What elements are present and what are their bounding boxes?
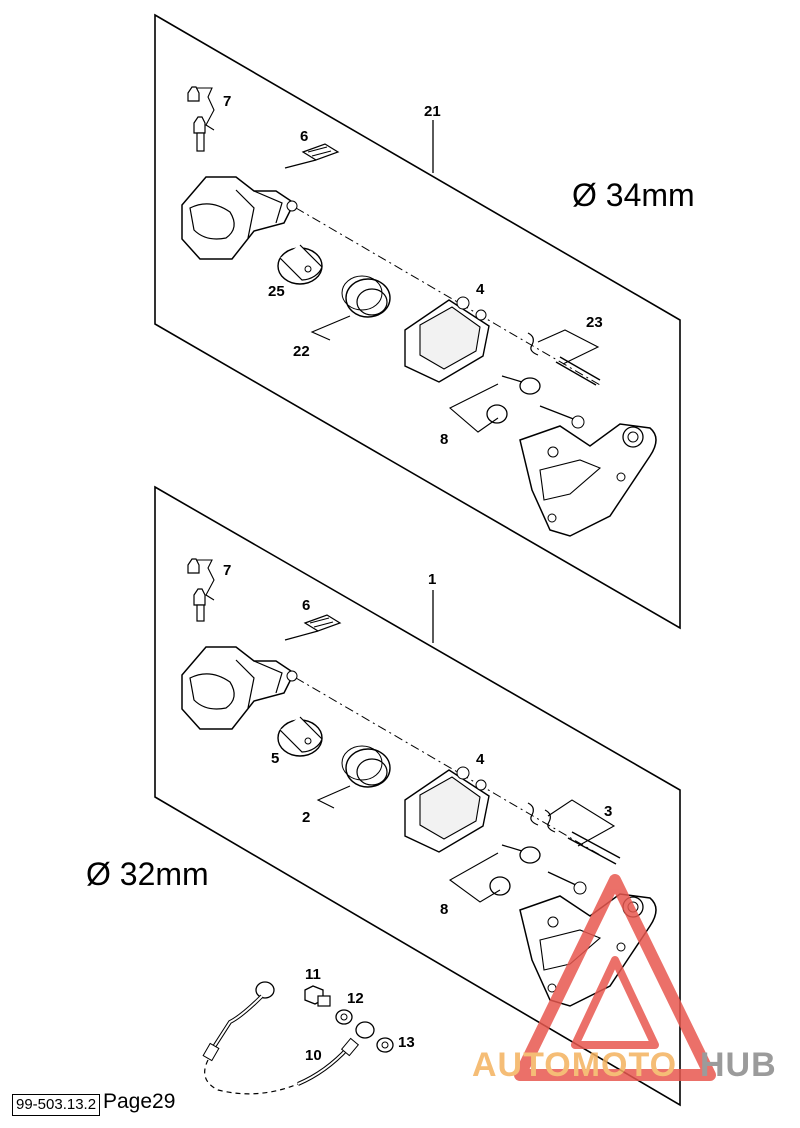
label-21: 21	[424, 103, 441, 120]
seal-lower	[316, 745, 391, 809]
pin-plate-part-lower	[284, 614, 342, 641]
label-8-lower: 8	[440, 901, 448, 918]
bleed-screw-parts-lower	[187, 558, 215, 622]
seal-upper	[310, 275, 391, 341]
label-7-upper: 7	[223, 93, 231, 110]
brake-pads-upper	[404, 296, 490, 383]
upper-panel: 21 7 6	[154, 13, 695, 630]
lower-panel-frame	[154, 485, 681, 1107]
caliper-body-upper	[181, 176, 298, 260]
brake-hose	[202, 981, 375, 1095]
washer-13	[376, 1037, 394, 1053]
label-4-lower: 4	[476, 751, 485, 768]
bushings-upper	[449, 375, 541, 433]
diameter-label-lower: Ø 32mm	[86, 856, 209, 892]
label-22: 22	[293, 343, 310, 360]
bleed-screw-parts	[187, 86, 215, 152]
label-13: 13	[398, 1034, 415, 1051]
label-6-upper: 6	[300, 128, 308, 145]
label-6-lower: 6	[302, 597, 310, 614]
upper-panel-frame	[154, 13, 681, 630]
label-12: 12	[347, 990, 364, 1007]
page-number: Page29	[103, 1090, 176, 1113]
label-11: 11	[305, 966, 321, 983]
pin-plate-part	[284, 143, 340, 169]
caliper-body-lower	[181, 646, 298, 730]
piston-upper	[277, 244, 323, 285]
label-3: 3	[604, 803, 612, 820]
label-10: 10	[305, 1047, 322, 1064]
document-reference: 99-503.13.2	[12, 1094, 101, 1116]
brake-pads-lower	[404, 766, 490, 853]
label-7-lower: 7	[223, 562, 231, 579]
washer-12	[335, 1009, 353, 1025]
lower-panel: 1 7 6	[86, 485, 681, 1107]
label-23: 23	[586, 314, 603, 331]
hose-group: 11 12 13 10	[202, 966, 415, 1095]
watermark-logo: AUTOMOTO HUB	[472, 874, 777, 1084]
pin-lower	[527, 799, 621, 865]
svg-text:HUB: HUB	[700, 1046, 777, 1084]
bushings-lower	[448, 844, 541, 903]
banjo-bolt	[304, 985, 331, 1007]
label-2: 2	[302, 809, 310, 826]
carrier-bracket-upper	[519, 405, 657, 537]
label-8-upper: 8	[440, 431, 448, 448]
label-1: 1	[428, 571, 436, 588]
label-4-upper: 4	[476, 281, 485, 298]
pin-upper	[527, 329, 601, 386]
svg-text:AUTOMOTO: AUTOMOTO	[472, 1046, 677, 1084]
label-25: 25	[268, 283, 285, 300]
piston-lower	[277, 716, 323, 757]
label-5: 5	[271, 750, 279, 767]
diameter-label-upper: Ø 34mm	[572, 177, 695, 213]
